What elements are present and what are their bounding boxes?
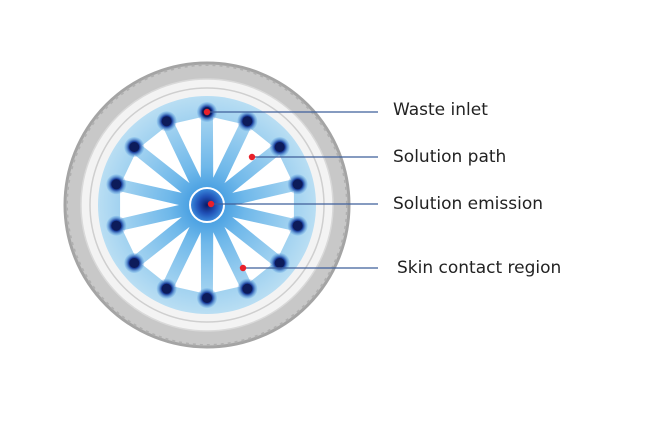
inner-ring-line: [89, 87, 325, 323]
channel-wedge: [232, 154, 292, 193]
waste-port: [161, 116, 172, 127]
waste-port: [202, 293, 212, 303]
channel-wedge: [142, 226, 190, 282]
waste-port: [129, 142, 140, 153]
marker-waste-inlet: [203, 108, 211, 116]
waste-port: [129, 257, 140, 268]
waste-port: [242, 116, 253, 127]
channel-wedge: [235, 191, 294, 219]
waste-port: [292, 220, 303, 231]
label-solution-path: Solution path: [393, 147, 507, 167]
channel-wedge: [212, 232, 240, 293]
channel-wedge: [232, 217, 292, 256]
label-skin-contact-region: Skin contact region: [397, 258, 562, 278]
waste-port: [274, 142, 285, 153]
waste-ports: [106, 102, 308, 308]
marker-solution-path: [248, 153, 256, 161]
center-hub: [189, 187, 225, 223]
channel-wedges: [120, 117, 294, 293]
waste-port: [111, 179, 122, 190]
channel-wedge: [142, 128, 190, 184]
outer-rim-texture: [66, 64, 348, 346]
channel-wedge: [224, 128, 272, 184]
waste-port: [274, 257, 285, 268]
waste-port: [111, 220, 122, 231]
channel-wedge: [174, 117, 202, 178]
waste-port: [292, 179, 303, 190]
channel-wedge: [122, 154, 182, 193]
channel-wedge: [174, 232, 202, 293]
channel-wedge: [212, 117, 240, 178]
marker-skin-contact: [239, 264, 247, 272]
label-solution-emission: Solution emission: [393, 194, 544, 214]
marker-solution-emission: [207, 200, 215, 208]
channel-wedge: [120, 191, 179, 219]
waste-port: [242, 283, 253, 294]
channel-wedge: [122, 217, 182, 256]
label-waste-inlet: Waste inlet: [393, 100, 488, 120]
waste-port: [161, 283, 172, 294]
